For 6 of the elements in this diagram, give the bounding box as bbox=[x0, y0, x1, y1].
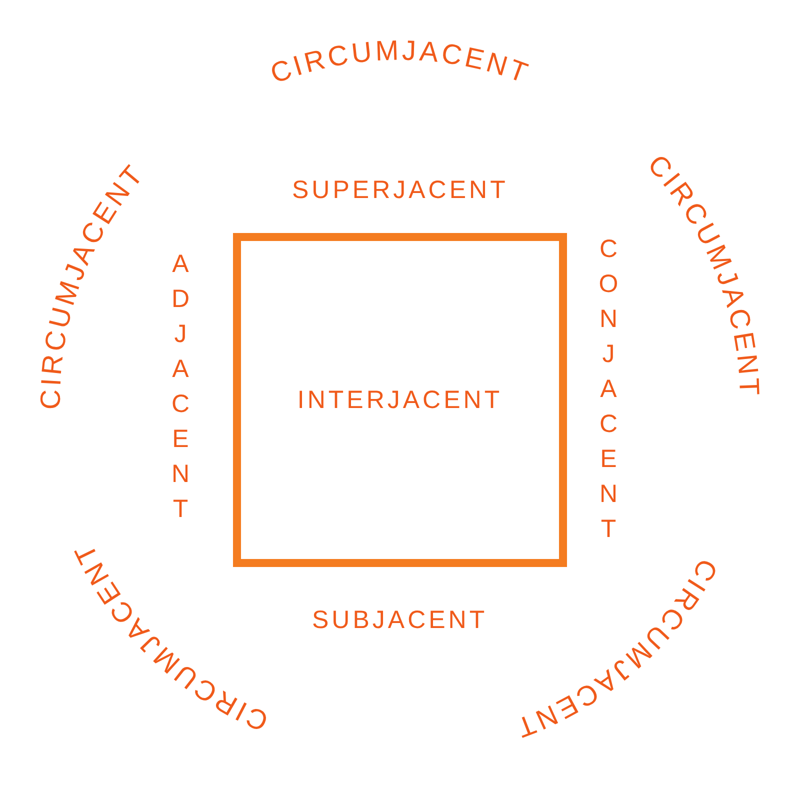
curved-label: CIRCUMJACENT bbox=[266, 34, 534, 90]
vertical-label: CONJACENT bbox=[594, 235, 622, 550]
center-label: INTERJACENT bbox=[297, 386, 503, 414]
side-label: SUPERJACENT bbox=[292, 176, 508, 204]
side-label: SUBJACENT bbox=[312, 606, 488, 634]
vertical-label: ADJACENT bbox=[166, 250, 194, 530]
